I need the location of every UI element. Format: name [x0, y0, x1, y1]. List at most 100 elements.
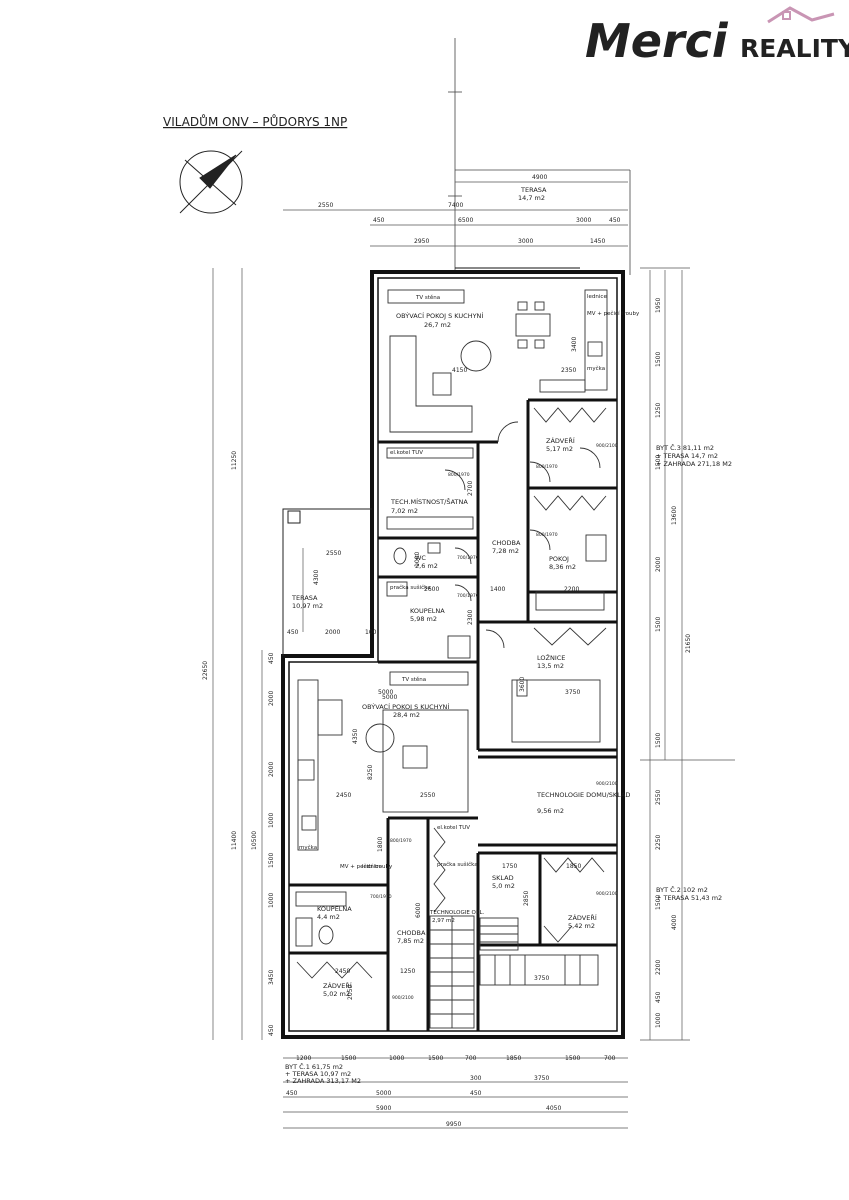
room-name: TECH.MÍSTNOST/ŠATNA: [390, 497, 468, 506]
dim-label: 450: [373, 217, 385, 224]
dim-label: 700: [604, 1055, 616, 1062]
north-arrow-icon: [179, 150, 243, 214]
unit-summaries: BYT Č.3 81,11 m2 + TERASA 14,7 m2 + ZAHR…: [285, 443, 732, 1085]
dim-label: 4000: [671, 915, 678, 930]
dim-label: 1500: [655, 352, 662, 367]
dims-interior: 3400 4150 2350 2700 1000 1400 2600 2200 …: [335, 337, 581, 1000]
dim-label: 21650: [685, 634, 692, 653]
dims-top: 4900 7400 2550 450 6500 3000 450 2950 30…: [318, 174, 621, 245]
dim-label: 9950: [446, 1121, 461, 1128]
boiler-label-b1: el.kotel TUV: [437, 825, 470, 831]
unit-line: BYT Č.1 61,75 m2: [285, 1062, 343, 1071]
room-area: 10,97 m2: [292, 602, 323, 610]
dim-label: 2000: [268, 762, 275, 777]
room-labels: TERASA 14,7 m2 OBÝVACÍ POKOJ S KUCHYNÍ 2…: [291, 186, 630, 998]
unit-line: + TERASA 14,7 m2: [656, 452, 718, 460]
unit-line: + TERASA 10,97 m2: [285, 1070, 351, 1078]
door-tag: 900/2100: [596, 443, 618, 449]
room-area: 14,7 m2: [518, 194, 545, 202]
dimension-lines: [212, 181, 735, 1129]
dim-label: 1500: [428, 1055, 443, 1062]
dim-label: 1250: [400, 968, 415, 975]
dim-label: 1950: [655, 298, 662, 313]
dim-label: 2000: [655, 557, 662, 572]
dim-label: 1500: [565, 1055, 580, 1062]
room-name: TECHNOLOGIE OKL.: [429, 910, 485, 916]
dim-label: 4350: [352, 729, 359, 744]
dim-label: 1000: [268, 893, 275, 908]
room-area: 5,0 m2: [492, 882, 515, 890]
dim-label: 450: [268, 1024, 275, 1036]
dims-left: 11250 4300 2550 450 2000 100 22650 11400…: [202, 451, 377, 1036]
room-name: LOŽNICE: [537, 653, 565, 662]
dim-label: 450: [609, 217, 621, 224]
dim-label: 2550: [318, 202, 333, 209]
dim-label: 5900: [376, 1105, 391, 1112]
dim-label: 1850: [566, 863, 581, 870]
door-tag: 900/2100: [596, 781, 618, 787]
dim-label: 3000: [518, 238, 533, 245]
dim-label: 2550: [420, 792, 435, 799]
room-name: TERASA: [520, 186, 547, 194]
dim-label: 1250: [655, 403, 662, 418]
dim-label: 1500: [268, 853, 275, 868]
dim-label: 2950: [414, 238, 429, 245]
brand-script-text: Merci: [585, 14, 729, 68]
dim-label: 1800: [377, 837, 384, 852]
unit-line: BYT Č.3 81,11 m2: [656, 443, 714, 452]
dim-label: 2350: [561, 367, 576, 374]
dim-label: 5000: [378, 689, 393, 696]
oven-label-b1: MV + pečicí trouby: [340, 863, 393, 870]
dim-label: 100: [365, 629, 377, 636]
dim-label: 5000: [382, 694, 397, 701]
room-area: 4,4 m2: [317, 913, 340, 921]
door-tag: 800/1970: [390, 838, 412, 844]
dim-label: 2450: [335, 968, 350, 975]
fridge-label-b1: lednice: [362, 864, 382, 870]
boiler-label-top: el.kotel TUV: [390, 450, 423, 456]
room-name: CHODBA: [492, 539, 521, 547]
dim-label: 1200: [296, 1055, 311, 1062]
dim-label: 4050: [546, 1105, 561, 1112]
dim-label: 2550: [655, 790, 662, 805]
dim-label: 1500: [655, 455, 662, 470]
dim-label: 2000: [325, 629, 340, 636]
dim-label: 1850: [506, 1055, 521, 1062]
unit-line: + ZAHRADA 313,17 M2: [285, 1077, 361, 1085]
dim-label: 11400: [231, 831, 238, 850]
room-area: 7,28 m2: [492, 547, 519, 555]
dim-label: 1500: [341, 1055, 356, 1062]
dim-label: 2850: [523, 891, 530, 906]
furniture: [295, 289, 608, 1029]
plan-title: VILADŮM ONV – PŮDORYS 1NP: [163, 114, 347, 129]
dim-label: 6500: [458, 217, 473, 224]
dim-label: 1400: [490, 586, 505, 593]
door-tags: 800/1970 800/1970 800/1970 700/1970 700/…: [370, 443, 618, 1001]
room-name: KOUPELNA: [317, 905, 352, 913]
door-tag: 900/2100: [392, 995, 414, 1001]
dim-label: 2600: [424, 586, 439, 593]
dim-label: 2300: [467, 610, 474, 625]
room-area: 5,02 m2: [323, 990, 350, 998]
dim-label: 1750: [502, 863, 517, 870]
door-tag: 700/1970: [370, 894, 392, 900]
dishwasher-label-b1: myčka: [299, 844, 317, 851]
house-logo-icon: [767, 6, 835, 24]
dim-label: 2450: [336, 792, 351, 799]
dim-label: 2250: [655, 835, 662, 850]
dim-label: 11250: [231, 451, 238, 470]
door-tag: 700/1970: [457, 555, 479, 561]
dim-label: 450: [470, 1090, 482, 1097]
room-area: 7,85 m2: [397, 937, 424, 945]
door-tag: 900/2100: [596, 891, 618, 897]
dim-label: 1500: [655, 733, 662, 748]
dim-label: 4150: [452, 367, 467, 374]
dim-label: 450: [655, 991, 662, 1003]
room-name: TERASA: [291, 594, 318, 602]
unit-line: + ZAHRADA 271,18 M2: [656, 460, 732, 468]
door-tag: 800/1970: [448, 472, 470, 478]
room-name: OBÝVACÍ POKOJ S KUCHYNÍ: [362, 702, 449, 711]
dim-label: 450: [268, 652, 275, 664]
interior-walls: [289, 398, 617, 1031]
